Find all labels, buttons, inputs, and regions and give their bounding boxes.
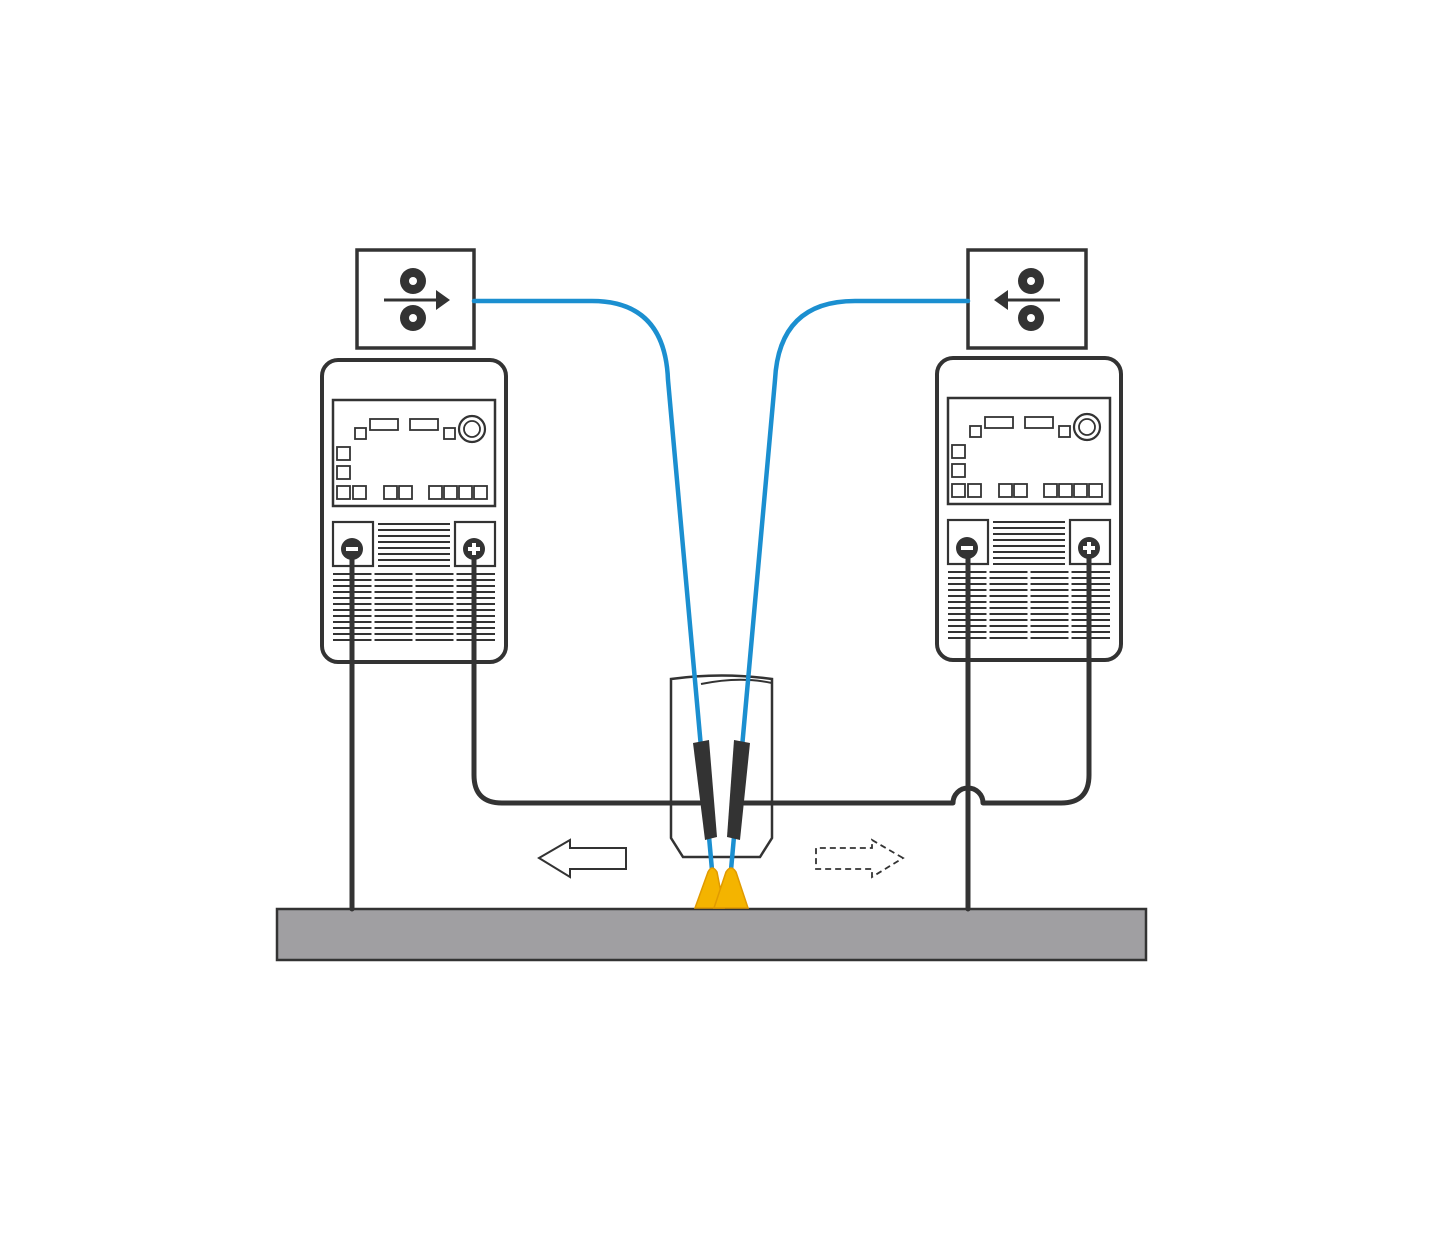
solid-arrow-left-icon (537, 838, 627, 879)
minus-terminal-icon (956, 537, 978, 559)
power-cable-right (741, 546, 1092, 806)
torch-nozzle-rim (700, 678, 773, 685)
dashed-arrow-right-icon (815, 838, 905, 879)
arc-right (712, 867, 750, 909)
wire-feed-rollers-left-icon (994, 268, 1060, 331)
torch-nozzle (669, 674, 774, 859)
contact-tip-right (727, 740, 750, 840)
minus-terminal-icon (341, 538, 363, 560)
plus-terminal-icon (1078, 537, 1100, 559)
workpiece (275, 907, 1148, 962)
power-cable-left (471, 546, 703, 806)
contact-tip-left (693, 740, 717, 840)
power-source-right (935, 356, 1123, 662)
welding-wire-left (471, 298, 715, 873)
wire-feeder-right (966, 248, 1088, 350)
wire-feeder-left (355, 248, 476, 350)
plus-terminal-icon (463, 538, 485, 560)
welding-wire-right (728, 298, 971, 873)
wire-feed-rollers-right-icon (384, 268, 450, 331)
